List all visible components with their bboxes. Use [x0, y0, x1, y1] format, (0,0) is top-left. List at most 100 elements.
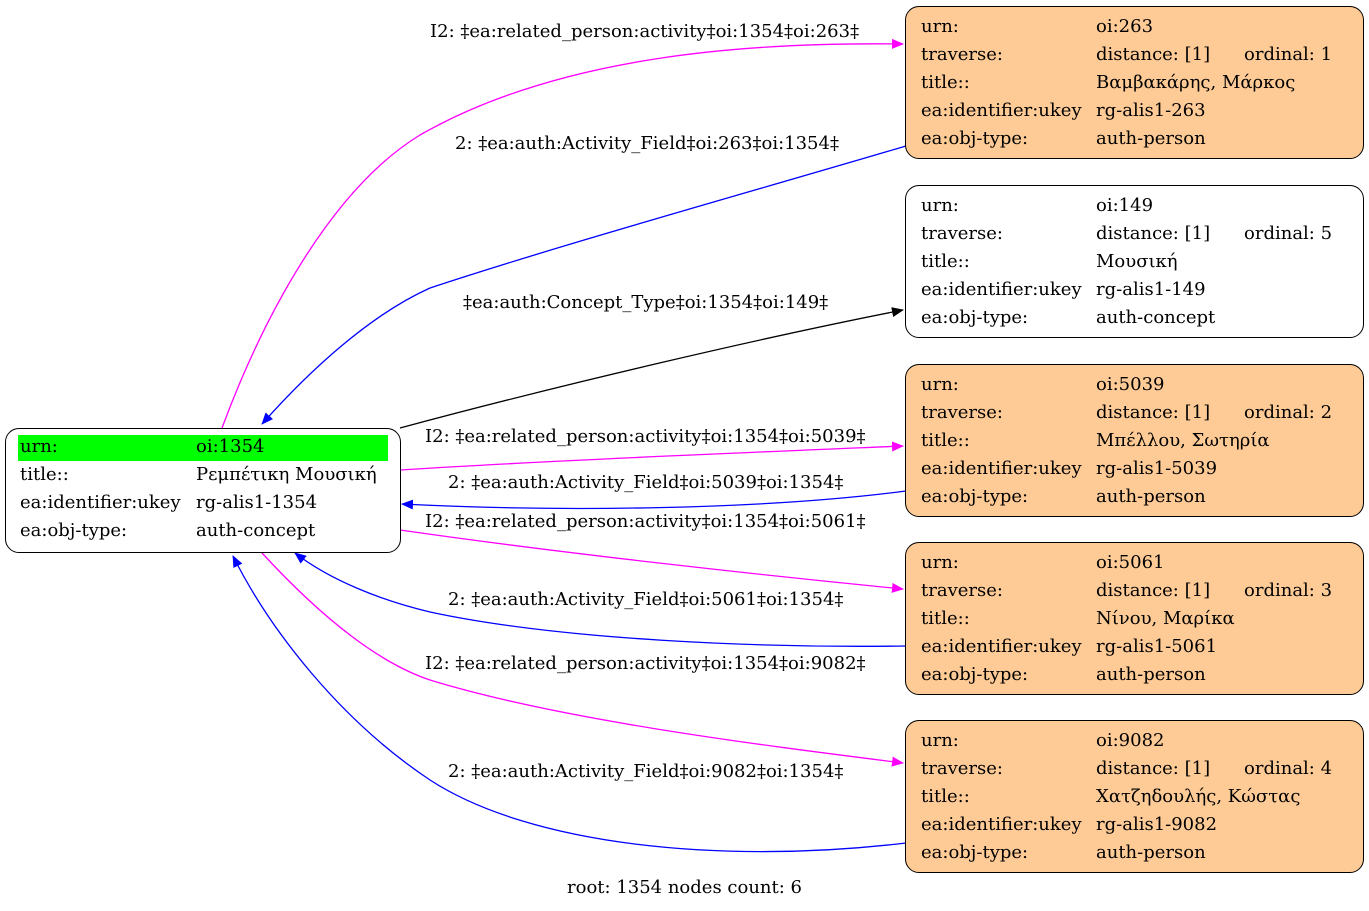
- value-title: Νίνου, Μαρίκα: [1096, 608, 1235, 629]
- value-ordinal: ordinal: 1: [1244, 44, 1333, 65]
- value-ukey: rg-alis1-5039: [1096, 458, 1218, 479]
- key-ukey: ea:identifier:ukey: [921, 636, 1082, 657]
- value-urn: oi:5061: [1096, 552, 1165, 573]
- value-objtype: auth-person: [1096, 664, 1206, 685]
- value-ukey: rg-alis1-263: [1096, 100, 1206, 121]
- value-ordinal: ordinal: 4: [1244, 758, 1333, 779]
- key-title: title::: [921, 430, 970, 451]
- edge-label-e6: I2: ‡ea:related_person:activity‡oi:1354‡…: [425, 511, 866, 532]
- key-traverse: traverse:: [921, 402, 1003, 423]
- node-oi-9082: urn: oi:9082 traverse: distance: [1] ord…: [905, 720, 1364, 873]
- node-row-urn: urn: oi:149: [906, 192, 1363, 220]
- value-objtype: auth-person: [1096, 128, 1206, 149]
- key-objtype: ea:obj-type:: [921, 664, 1029, 685]
- edge-label-e7: 2: ‡ea:auth:Activity_Field‡oi:5061‡oi:13…: [448, 589, 844, 610]
- node-oi-5061: urn: oi:5061 traverse: distance: [1] ord…: [905, 542, 1364, 695]
- graph-footer: root: 1354 nodes count: 6: [567, 877, 802, 898]
- value-urn: oi:5039: [1096, 374, 1165, 395]
- key-ukey: ea:identifier:ukey: [921, 814, 1082, 835]
- key-title: title::: [921, 72, 970, 93]
- key-title: title::: [921, 786, 970, 807]
- key-traverse: traverse:: [921, 580, 1003, 601]
- root-row-ukey: ea:identifier:ukey rg-alis1-1354: [6, 489, 400, 517]
- key-urn: urn:: [921, 16, 959, 37]
- key-ukey: ea:identifier:ukey: [921, 279, 1082, 300]
- value-distance: distance: [1]: [1096, 44, 1211, 65]
- root-title-value: Ρεμπέτικη Μουσική: [196, 464, 377, 485]
- edge-concept-type-149: [399, 307, 904, 429]
- value-ukey: rg-alis1-9082: [1096, 814, 1218, 835]
- value-distance: distance: [1]: [1096, 402, 1211, 423]
- edge-label-e4: I2: ‡ea:related_person:activity‡oi:1354‡…: [425, 426, 866, 447]
- node-row-objtype: ea:obj-type: auth-person: [906, 125, 1363, 153]
- node-row-ukey: ea:identifier:ukey rg-alis1-263: [906, 97, 1363, 125]
- edge-activity-field-263: [261, 145, 907, 425]
- node-row-urn: urn: oi:5039: [906, 371, 1363, 399]
- root-ukey-value: rg-alis1-1354: [196, 492, 318, 513]
- key-objtype: ea:obj-type:: [921, 486, 1029, 507]
- value-title: Μουσική: [1096, 251, 1178, 272]
- root-row-urn: urn: oi:1354: [6, 433, 400, 461]
- edge-label-e3: ‡ea:auth:Concept_Type‡oi:1354‡oi:149‡: [463, 292, 829, 313]
- value-urn: oi:149: [1096, 195, 1154, 216]
- value-distance: distance: [1]: [1096, 580, 1211, 601]
- node-row-objtype: ea:obj-type: auth-concept: [906, 304, 1363, 332]
- edge-label-e1: I2: ‡ea:related_person:activity‡oi:1354‡…: [430, 21, 860, 42]
- value-distance: distance: [1]: [1096, 223, 1211, 244]
- node-row-ukey: ea:identifier:ukey rg-alis1-9082: [906, 811, 1363, 839]
- key-ukey: ea:identifier:ukey: [921, 100, 1082, 121]
- node-row-traverse: traverse: distance: [1] ordinal: 3: [906, 577, 1363, 605]
- edge-activity-field-5061: [294, 552, 907, 647]
- node-row-traverse: traverse: distance: [1] ordinal: 4: [906, 755, 1363, 783]
- key-urn: urn:: [921, 374, 959, 395]
- root-ukey-key: ea:identifier:ukey: [20, 492, 181, 513]
- node-row-objtype: ea:obj-type: auth-person: [906, 661, 1363, 689]
- root-urn-value: oi:1354: [196, 436, 265, 457]
- node-oi-5039: urn: oi:5039 traverse: distance: [1] ord…: [905, 364, 1364, 517]
- value-ordinal: ordinal: 3: [1244, 580, 1333, 601]
- node-row-objtype: ea:obj-type: auth-person: [906, 483, 1363, 511]
- node-row-traverse: traverse: distance: [1] ordinal: 2: [906, 399, 1363, 427]
- edge-label-e8: I2: ‡ea:related_person:activity‡oi:1354‡…: [425, 653, 866, 674]
- key-objtype: ea:obj-type:: [921, 307, 1029, 328]
- value-urn: oi:9082: [1096, 730, 1165, 751]
- root-row-objtype: ea:obj-type: auth-concept: [6, 517, 400, 545]
- value-distance: distance: [1]: [1096, 758, 1211, 779]
- value-ordinal: ordinal: 2: [1244, 402, 1333, 423]
- key-objtype: ea:obj-type:: [921, 128, 1029, 149]
- edge-label-e9: 2: ‡ea:auth:Activity_Field‡oi:9082‡oi:13…: [448, 761, 844, 782]
- edge-related-person-9082: [261, 552, 904, 767]
- node-oi-263: urn: oi:263 traverse: distance: [1] ordi…: [905, 6, 1364, 159]
- node-row-title: title:: Βαμβακάρης, Μάρκος: [906, 69, 1363, 97]
- key-urn: urn:: [921, 552, 959, 573]
- root-title-key: title::: [20, 464, 69, 485]
- key-title: title::: [921, 251, 970, 272]
- value-title: Μπέλλου, Σωτηρία: [1096, 430, 1270, 451]
- node-row-title: title:: Χατζηδουλής, Κώστας: [906, 783, 1363, 811]
- value-title: Χατζηδουλής, Κώστας: [1096, 786, 1301, 807]
- value-ukey: rg-alis1-149: [1096, 279, 1206, 300]
- node-row-title: title:: Μουσική: [906, 248, 1363, 276]
- root-objtype-value: auth-concept: [196, 520, 316, 541]
- root-node: urn: oi:1354 title:: Ρεμπέτικη Μουσική e…: [5, 428, 401, 553]
- root-urn-key: urn:: [20, 436, 58, 457]
- edge-label-e5: 2: ‡ea:auth:Activity_Field‡oi:5039‡oi:13…: [448, 472, 844, 493]
- key-ukey: ea:identifier:ukey: [921, 458, 1082, 479]
- key-urn: urn:: [921, 195, 959, 216]
- node-row-urn: urn: oi:263: [906, 13, 1363, 41]
- edge-label-e2: 2: ‡ea:auth:Activity_Field‡oi:263‡oi:135…: [455, 133, 839, 154]
- root-row-title: title:: Ρεμπέτικη Μουσική: [6, 461, 400, 489]
- edge-related-person-5039: [399, 441, 904, 471]
- value-title: Βαμβακάρης, Μάρκος: [1096, 72, 1296, 93]
- value-objtype: auth-concept: [1096, 307, 1216, 328]
- node-row-title: title:: Νίνου, Μαρίκα: [906, 605, 1363, 633]
- node-oi-149: urn: oi:149 traverse: distance: [1] ordi…: [905, 185, 1364, 338]
- key-traverse: traverse:: [921, 758, 1003, 779]
- node-row-traverse: traverse: distance: [1] ordinal: 5: [906, 220, 1363, 248]
- edge-related-person-263: [221, 38, 904, 429]
- root-objtype-key: ea:obj-type:: [20, 520, 128, 541]
- node-row-urn: urn: oi:9082: [906, 727, 1363, 755]
- edge-related-person-5061: [399, 529, 904, 593]
- node-row-title: title:: Μπέλλου, Σωτηρία: [906, 427, 1363, 455]
